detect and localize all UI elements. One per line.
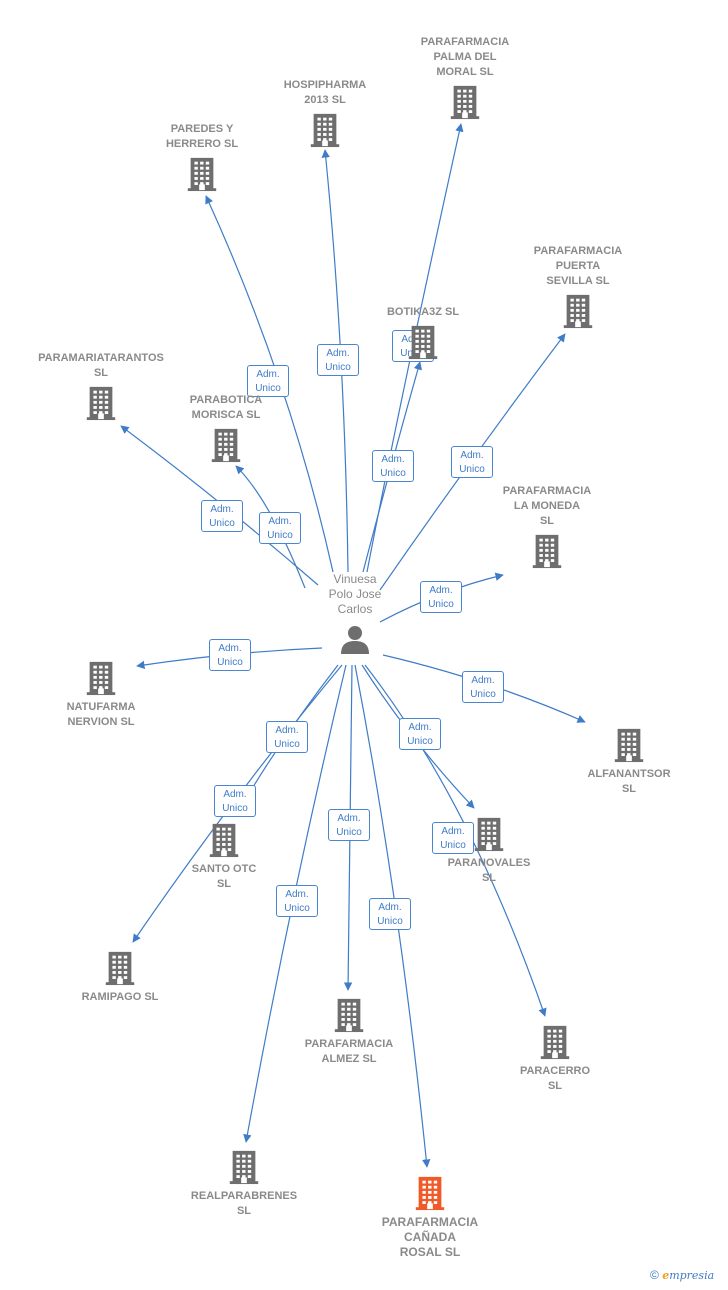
company-name: PARAFARMACIA CAÑADA ROSAL SL bbox=[381, 1215, 479, 1259]
building-icon bbox=[472, 816, 506, 852]
building-icon bbox=[406, 324, 440, 360]
company-node[interactable]: BOTIKA3Z SL bbox=[348, 305, 498, 360]
building-icon bbox=[612, 727, 646, 763]
company-node[interactable]: PARAFARMACIA PUERTA SEVILLA SL bbox=[503, 244, 653, 329]
role-badge[interactable]: Adm. Unico bbox=[214, 785, 256, 817]
company-node[interactable]: PARANOVALES SL bbox=[414, 816, 564, 886]
building-icon bbox=[84, 385, 118, 421]
company-node[interactable]: ALFANANTSOR SL bbox=[554, 727, 704, 797]
copyright-symbol: © bbox=[650, 1268, 659, 1282]
company-node[interactable]: PARAFARMACIA LA MONEDA SL bbox=[472, 484, 622, 569]
role-badge[interactable]: Adm. Unico bbox=[247, 365, 289, 397]
company-node[interactable]: HOSPIPHARMA 2013 SL bbox=[250, 78, 400, 148]
building-icon bbox=[185, 156, 219, 192]
role-badge[interactable]: Adm. Unico bbox=[369, 898, 411, 930]
company-name: PARAFARMACIA PUERTA SEVILLA SL bbox=[533, 245, 623, 287]
building-icon bbox=[103, 950, 137, 986]
company-name: PARACERRO SL bbox=[519, 1065, 591, 1092]
company-name: SANTO OTC SL bbox=[191, 863, 257, 890]
building-icon bbox=[308, 112, 342, 148]
company-name: BOTIKA3Z SL bbox=[386, 306, 460, 318]
company-name: PARAMARIATARANTOS SL bbox=[38, 352, 164, 379]
role-badge[interactable]: Adm. Unico bbox=[451, 446, 493, 478]
role-badge[interactable]: Adm. Unico bbox=[209, 639, 251, 671]
person-name: Vinuesa Polo Jose Carlos bbox=[328, 572, 382, 616]
company-node[interactable]: PARAFARMACIA PALMA DEL MORAL SL bbox=[390, 35, 540, 120]
company-node[interactable]: NATUFARMA NERVION SL bbox=[26, 660, 176, 730]
role-badge[interactable]: Adm. Unico bbox=[372, 450, 414, 482]
company-name: PARAFARMACIA LA MONEDA SL bbox=[502, 485, 592, 527]
person-icon bbox=[339, 623, 371, 655]
role-badge[interactable]: Adm. Unico bbox=[201, 500, 243, 532]
building-icon bbox=[84, 660, 118, 696]
company-name: HOSPIPHARMA 2013 SL bbox=[283, 79, 367, 106]
role-badge[interactable]: Adm. Unico bbox=[432, 822, 474, 854]
company-name: PARAFARMACIA ALMEZ SL bbox=[304, 1038, 394, 1065]
company-node[interactable]: SANTO OTC SL bbox=[149, 822, 299, 892]
company-node[interactable]: PARABOTICA MORISCA SL bbox=[151, 393, 301, 463]
company-name: ALFANANTSOR SL bbox=[587, 768, 671, 795]
relation-edge bbox=[366, 123, 464, 573]
empresia-logo: empresia bbox=[662, 1269, 715, 1282]
footer-brand[interactable]: © empresia bbox=[650, 1268, 714, 1282]
building-icon bbox=[332, 997, 366, 1033]
company-name: REALPARABRENES SL bbox=[190, 1190, 298, 1217]
company-name: PARABOTICA MORISCA SL bbox=[189, 394, 263, 421]
company-node[interactable]: PARAFARMACIA ALMEZ SL bbox=[274, 997, 424, 1067]
building-icon bbox=[209, 427, 243, 463]
company-name: RAMIPAGO SL bbox=[81, 991, 159, 1003]
company-node[interactable]: PARAMARIATARANTOS SL bbox=[26, 351, 176, 421]
company-name: NATUFARMA NERVION SL bbox=[66, 701, 136, 728]
company-node[interactable]: PAREDES Y HERRERO SL bbox=[127, 122, 277, 192]
relation-edge bbox=[364, 664, 547, 1017]
building-icon bbox=[207, 822, 241, 858]
building-icon bbox=[448, 84, 482, 120]
company-node[interactable]: RAMIPAGO SL bbox=[45, 950, 195, 1005]
role-badge[interactable]: Adm. Unico bbox=[328, 809, 370, 841]
role-badge[interactable]: Adm. Unico bbox=[420, 581, 462, 613]
company-name: PARANOVALES SL bbox=[447, 857, 531, 884]
building-icon bbox=[561, 293, 595, 329]
person-node[interactable]: Vinuesa Polo Jose Carlos bbox=[300, 572, 410, 655]
building-icon bbox=[530, 533, 564, 569]
role-badge[interactable]: Adm. Unico bbox=[462, 671, 504, 703]
company-name: PAREDES Y HERRERO SL bbox=[165, 123, 239, 150]
company-name: PARAFARMACIA PALMA DEL MORAL SL bbox=[420, 36, 510, 78]
building-icon bbox=[538, 1024, 572, 1060]
building-icon bbox=[227, 1149, 261, 1185]
role-badge[interactable]: Adm. Unico bbox=[266, 721, 308, 753]
role-badge[interactable]: Adm. Unico bbox=[317, 344, 359, 376]
company-node[interactable]: PARACERRO SL bbox=[480, 1024, 630, 1094]
company-node[interactable]: REALPARABRENES SL bbox=[169, 1149, 319, 1219]
role-badge[interactable]: Adm. Unico bbox=[399, 718, 441, 750]
role-badge[interactable]: Adm. Unico bbox=[276, 885, 318, 917]
company-node[interactable]: PARAFARMACIA CAÑADA ROSAL SL bbox=[355, 1175, 505, 1260]
role-badge[interactable]: Adm. Unico bbox=[259, 512, 301, 544]
building-icon bbox=[413, 1175, 447, 1211]
